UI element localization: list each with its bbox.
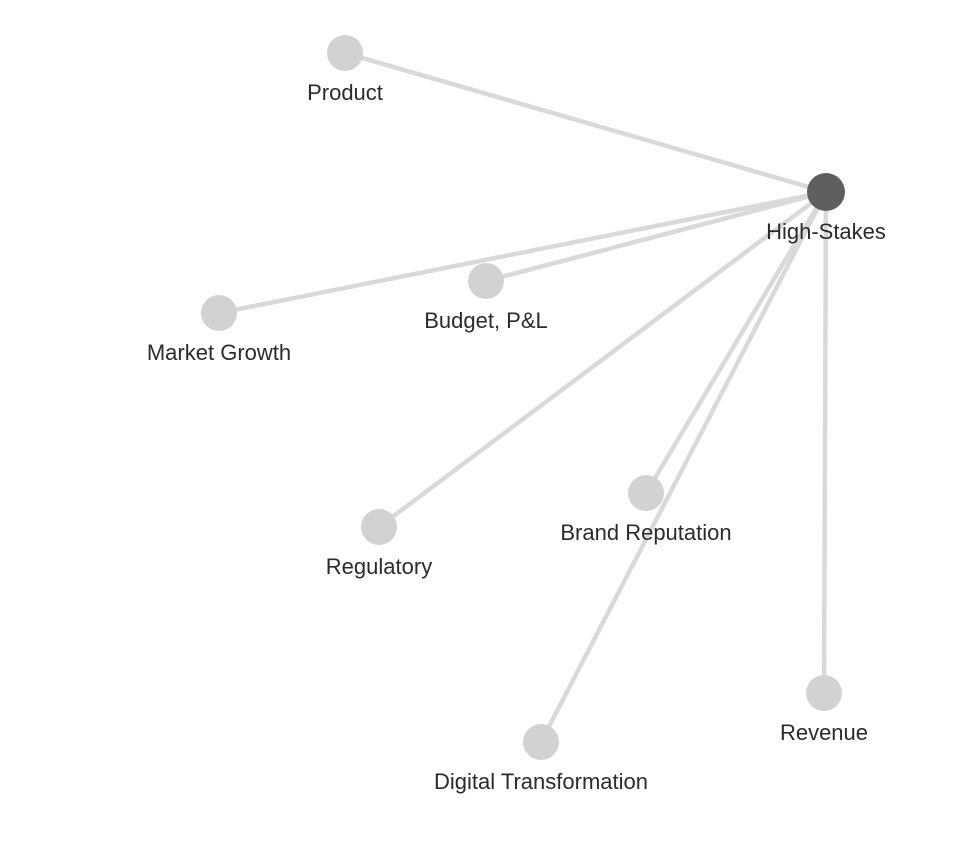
node-brand-reputation[interactable] [628, 475, 664, 511]
edge-high-stakes-market-growth [218, 189, 827, 316]
node-label-digital-transformation: Digital Transformation [434, 769, 648, 794]
node-revenue[interactable] [806, 675, 842, 711]
edge-high-stakes-budget-pl [485, 189, 827, 284]
node-digital-transformation[interactable] [523, 724, 559, 760]
edge-high-stakes-digital-transformation [539, 190, 828, 744]
edge-high-stakes-brand-reputation [644, 190, 828, 495]
node-budget-pl[interactable] [468, 263, 504, 299]
node-regulatory[interactable] [361, 509, 397, 545]
edge-high-stakes-product [344, 50, 827, 195]
edge-high-stakes-regulatory [377, 190, 828, 529]
node-product[interactable] [327, 35, 363, 71]
node-label-revenue: Revenue [780, 720, 868, 745]
node-label-budget-pl: Budget, P&L [424, 308, 548, 333]
node-label-high-stakes: High-Stakes [766, 219, 886, 244]
node-label-product: Product [307, 80, 383, 105]
node-label-market-growth: Market Growth [147, 340, 291, 365]
node-high-stakes[interactable] [807, 173, 845, 211]
node-market-growth[interactable] [201, 295, 237, 331]
node-label-brand-reputation: Brand Reputation [560, 520, 731, 545]
edge-high-stakes-revenue [821, 191, 829, 694]
node-label-regulatory: Regulatory [326, 554, 432, 579]
